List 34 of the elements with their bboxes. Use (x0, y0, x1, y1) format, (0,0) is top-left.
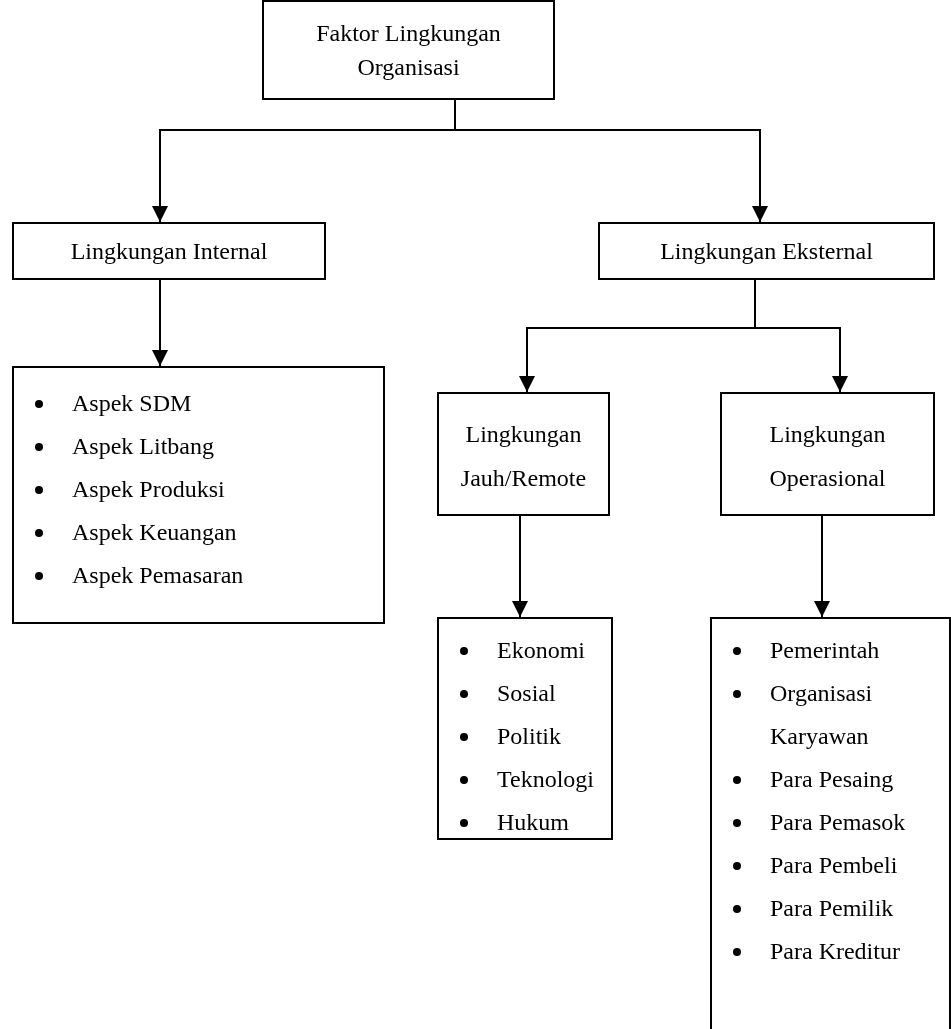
arrow (754, 279, 848, 393)
arrow (152, 279, 168, 367)
list-item: Pemerintah (770, 637, 880, 663)
list-item: Sosial (497, 680, 556, 706)
list-item: Aspek Litbang (72, 433, 214, 459)
list-item: Para Kreditur (770, 938, 900, 964)
label-box (598, 222, 935, 280)
list-item: Ekonomi (497, 637, 585, 663)
list-item: Teknologi (497, 766, 594, 792)
label-box (437, 392, 610, 516)
list-item: Hukum (497, 809, 569, 835)
list-item: Aspek Pemasaran (72, 562, 244, 588)
list-item: Para Pesaing (770, 766, 894, 792)
node-label: Lingkungan Eksternal (659, 237, 874, 266)
list-box (710, 617, 951, 1029)
node-label: Lingkungan Internal (69, 237, 269, 266)
list-item: Aspek SDM (72, 390, 192, 416)
list-box (437, 617, 613, 840)
arrow (814, 515, 830, 618)
list-item: Aspek Keuangan (72, 519, 237, 545)
node-label: Lingkungan Operasional (768, 420, 887, 493)
node-label: Lingkungan Jauh/Remote (459, 420, 588, 493)
list-item: Aspek Produksi (72, 476, 225, 502)
arrow (512, 515, 528, 618)
list-item: Para Pemasok (770, 809, 906, 835)
label-box (720, 392, 935, 516)
list-item: Politik (497, 723, 562, 749)
list-item: Para Pemilik (770, 895, 894, 921)
list-box (12, 366, 385, 624)
label-box (12, 222, 326, 280)
node-label: Faktor Lingkungan Organisasi (315, 19, 502, 82)
label-box (262, 0, 555, 100)
list-item: Organisasi Karyawan (770, 680, 873, 749)
list-item: Para Pembeli (770, 852, 898, 878)
